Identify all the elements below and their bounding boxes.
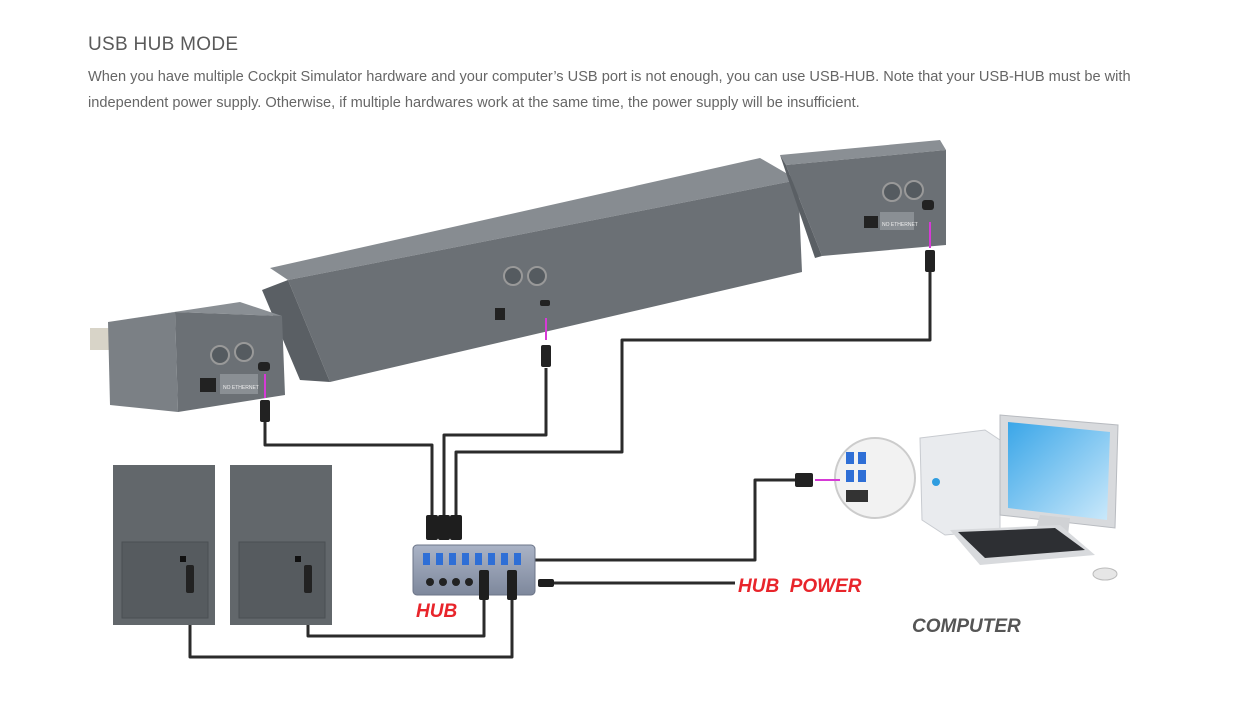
usb-plug-icon <box>795 473 813 487</box>
cable-hub-computer <box>535 478 795 562</box>
usb-plug-icon <box>438 515 450 540</box>
device-lettering: NO ETHERNET <box>882 222 918 228</box>
usb-plug-icon <box>304 565 312 593</box>
panel-right <box>230 465 332 625</box>
cable-left-device <box>263 420 434 520</box>
computer <box>795 414 1119 581</box>
power-plug-icon <box>538 579 554 587</box>
right-device: NO ETHERNET <box>780 140 946 272</box>
cable-panel-right <box>306 590 486 638</box>
usb-c-plug-icon <box>260 400 270 422</box>
cable-right-device <box>454 272 932 520</box>
usb-plug-icon <box>450 515 462 540</box>
device-lettering: NO ETHERNET <box>223 385 259 391</box>
usb-plug-icon <box>507 570 517 600</box>
hub-power-label: HUB POWER <box>738 576 862 597</box>
usb-plug-icon <box>186 565 194 593</box>
panel-left <box>113 465 215 625</box>
section-title: USB HUB MODE <box>88 34 239 55</box>
mouse-icon <box>1092 567 1118 581</box>
usb-c-plug-icon <box>541 345 551 367</box>
cable-middle-device <box>442 368 548 520</box>
computer-label: COMPUTER <box>912 616 1021 637</box>
usb-plug-icon <box>426 515 438 540</box>
usb-plug-icon <box>479 570 489 600</box>
center-device <box>262 158 802 382</box>
usb-c-plug-icon <box>925 250 935 272</box>
section-description: When you have multiple Cockpit Simulator… <box>88 69 1131 111</box>
left-device: NO ETHERNET <box>90 302 285 422</box>
hub-label: HUB <box>416 601 457 622</box>
usb-hub <box>412 515 554 600</box>
